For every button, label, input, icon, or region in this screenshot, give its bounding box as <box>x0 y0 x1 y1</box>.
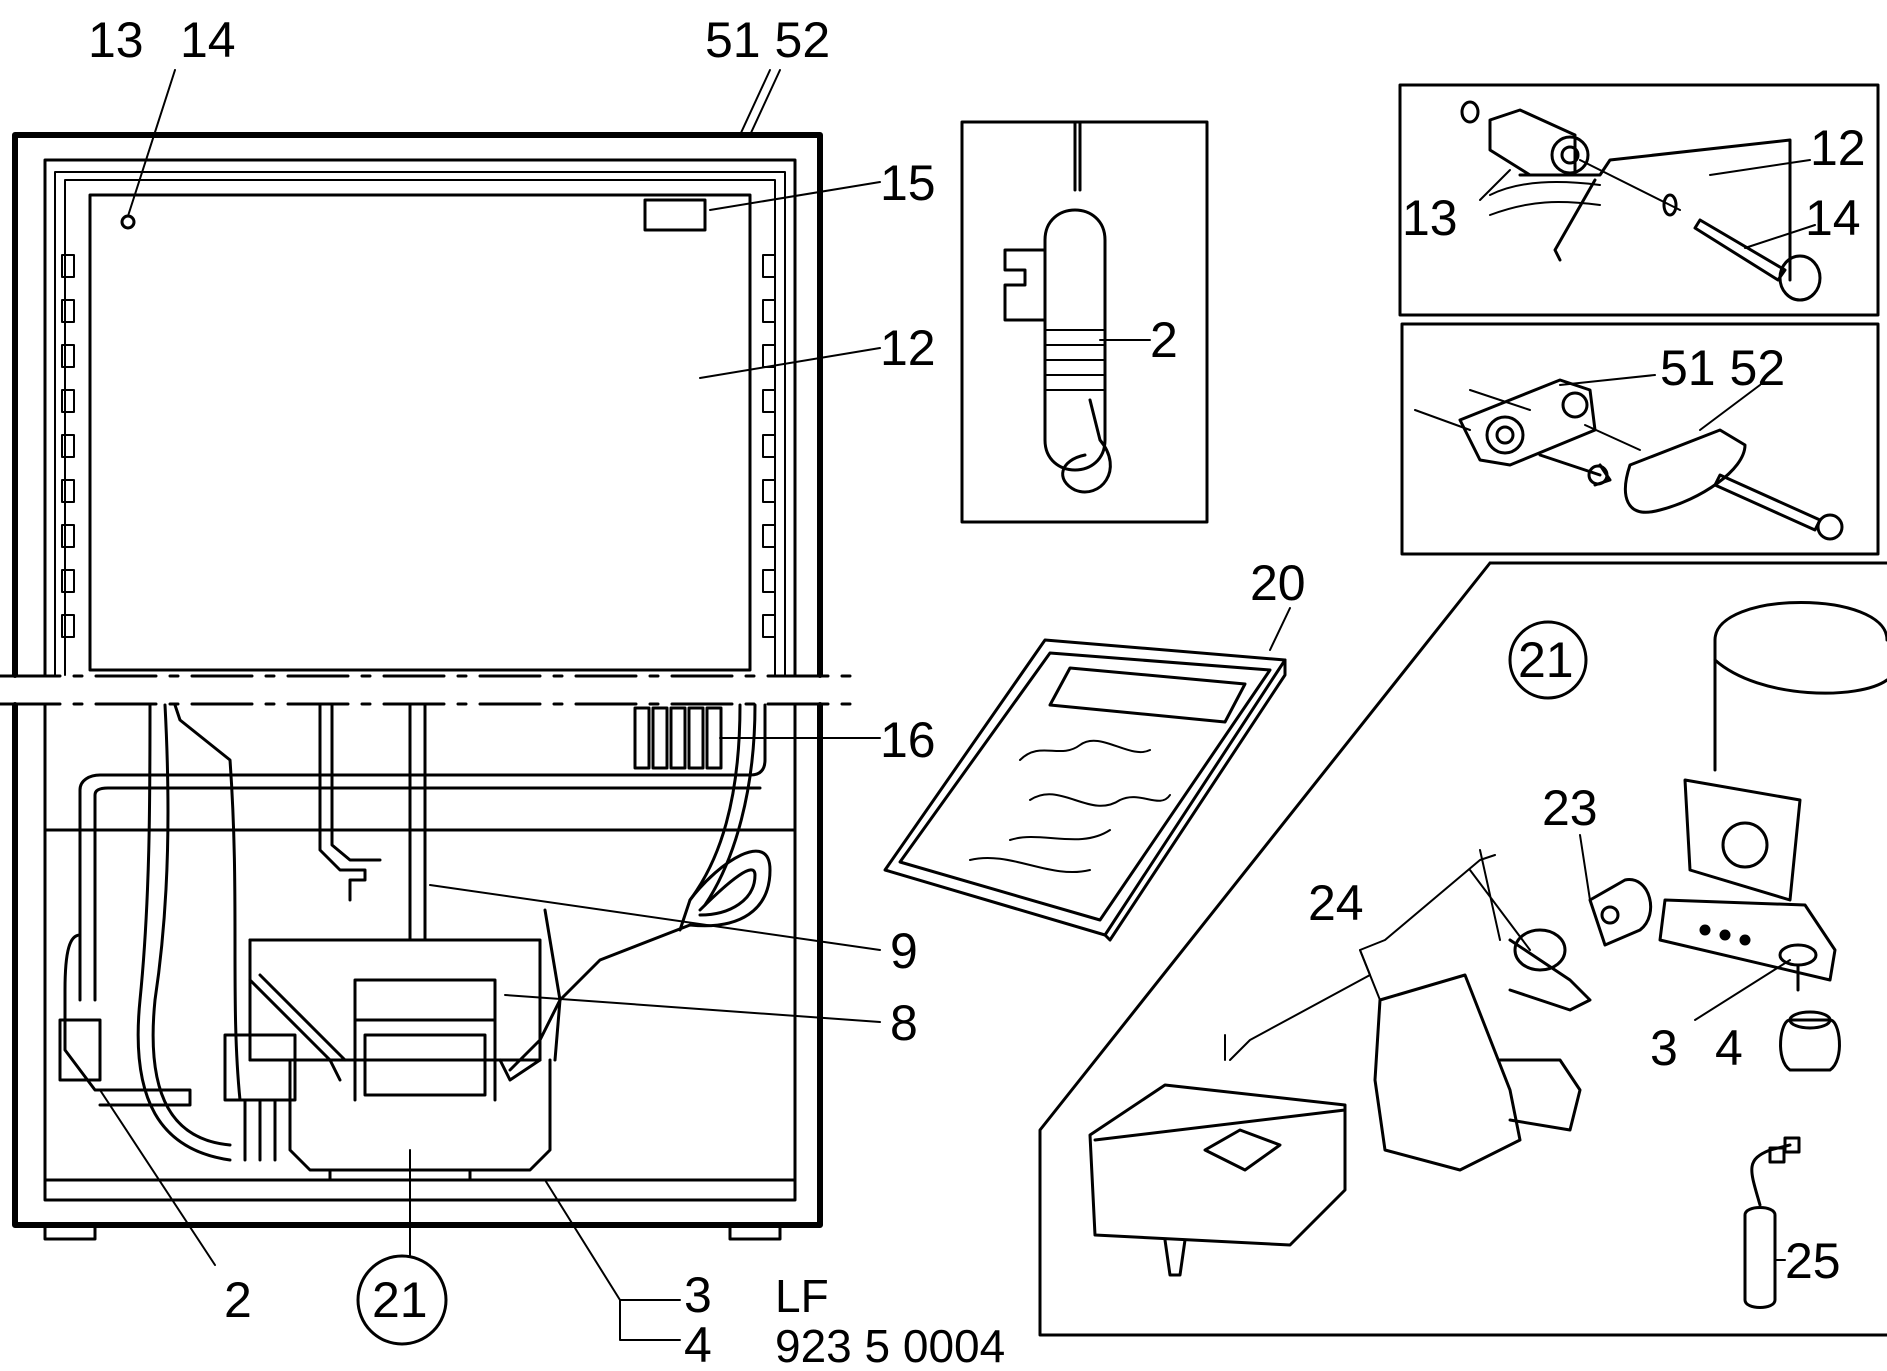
callout-9: 9 <box>890 923 918 979</box>
callout-13-top: 13 <box>88 12 144 68</box>
hinge-slots-right <box>762 254 776 638</box>
callout-51-52-inset: 51 52 <box>1660 340 1785 396</box>
callout-23: 23 <box>1542 780 1598 836</box>
callout-12-main: 12 <box>880 320 936 376</box>
callout-25: 25 <box>1785 1233 1841 1289</box>
callout-2-inset: 2 <box>1150 312 1178 368</box>
callout-3-bottom: 3 <box>684 1267 712 1323</box>
callout-21-circle-bottom <box>356 1254 448 1346</box>
part-15-marker <box>643 198 707 232</box>
callout-14-top: 14 <box>180 12 236 68</box>
callout-12-inset: 12 <box>1810 120 1866 176</box>
callout-24: 24 <box>1308 875 1364 931</box>
callout-4-inset: 4 <box>1715 1020 1743 1076</box>
inset-light-switch <box>1398 83 1880 317</box>
inset-hinge-51-52 <box>1400 322 1880 556</box>
callout-16: 16 <box>880 712 936 768</box>
callout-15: 15 <box>880 155 936 211</box>
callout-20: 20 <box>1250 555 1306 611</box>
callout-2-bottom: 2 <box>224 1272 252 1328</box>
callout-3-inset: 3 <box>1650 1020 1678 1076</box>
callout-13-inset: 13 <box>1402 190 1458 246</box>
callout-4-bottom: 4 <box>684 1317 712 1371</box>
callout-8: 8 <box>890 995 918 1051</box>
inset-compressor-electrics <box>1038 561 1887 1337</box>
model-code-line2: 923 5 0004 <box>775 1320 1005 1371</box>
tube-coil-16 <box>633 706 723 770</box>
callout-14-inset: 14 <box>1805 190 1861 246</box>
cabinet-front-view <box>0 132 862 1241</box>
part-20-instruction-card <box>883 638 1287 942</box>
callout-21-inset: 21 <box>1518 632 1574 688</box>
inset-leaders <box>1099 159 1816 1261</box>
hinge-slots-left <box>61 254 75 638</box>
light-switch-hole <box>120 214 136 230</box>
model-code-line1: LF <box>775 1270 829 1322</box>
inset-sensor-2 <box>960 120 1209 524</box>
callout-51-52-top: 51 52 <box>705 12 830 68</box>
main-view-leaders <box>99 69 881 1341</box>
callout-21-bottom: 21 <box>372 1272 428 1328</box>
